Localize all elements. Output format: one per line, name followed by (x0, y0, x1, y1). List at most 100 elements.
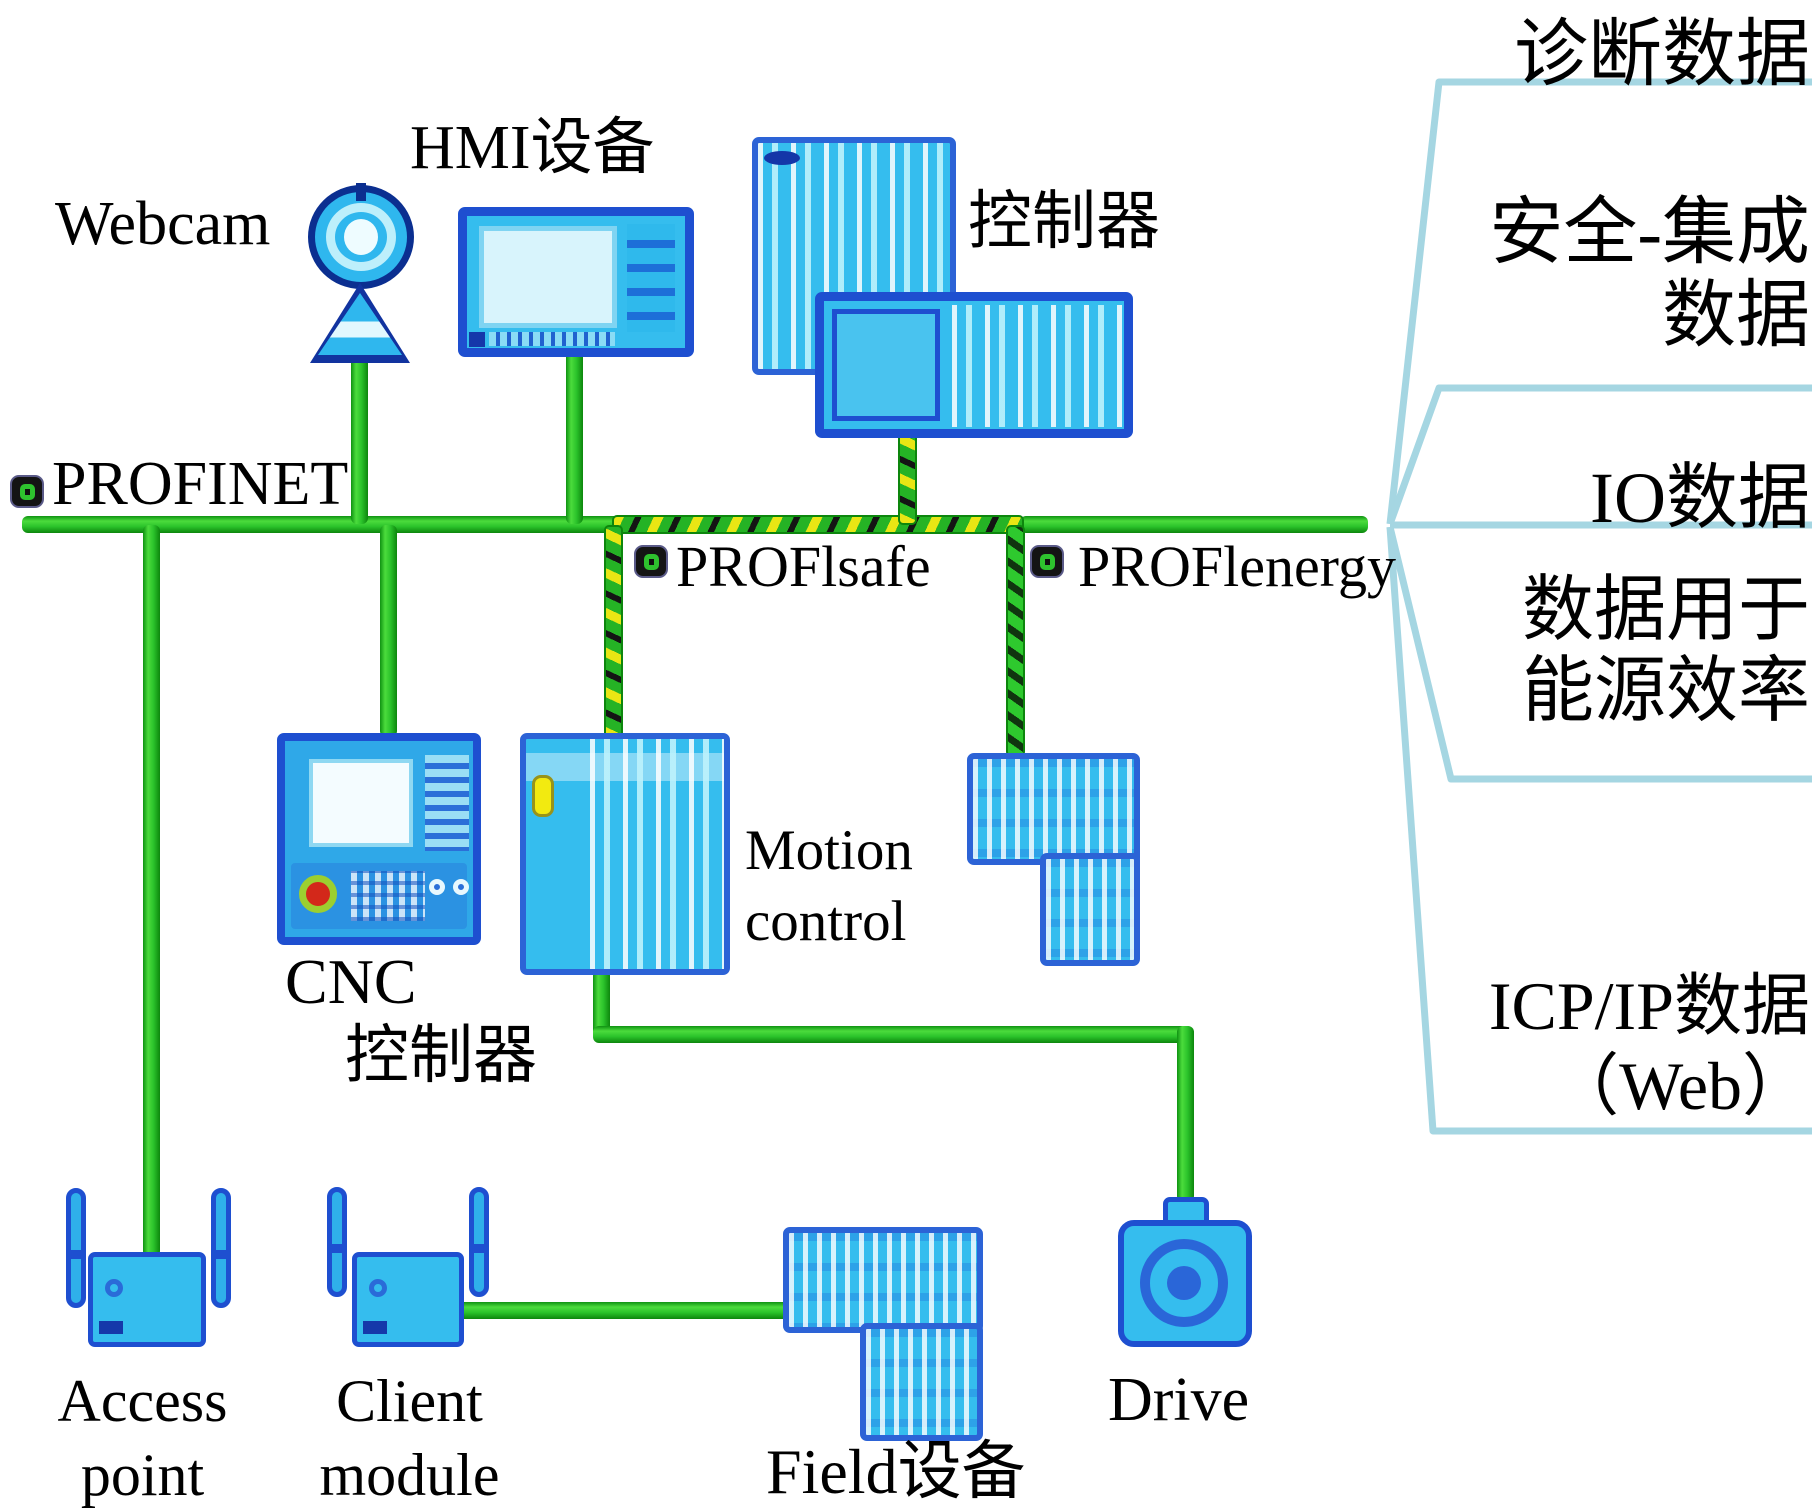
access-point-label: Access point (40, 1364, 245, 1512)
cnc-knob-2 (453, 879, 469, 895)
antenna-band (216, 1250, 226, 1260)
client-module-antenna-left (327, 1187, 347, 1297)
profinet-bus-right (1020, 516, 1368, 533)
output-label-energy: 数据用于 能源效率 (1522, 570, 1810, 731)
webcam-label: Webcam (55, 190, 271, 258)
output-safety-line1: 安全-集成 (1489, 192, 1810, 274)
webcam-head-notch (356, 183, 366, 201)
field-device-upper (783, 1227, 983, 1333)
fanout-line-energy (1386, 526, 1812, 783)
motion-out-wire-v1 (593, 970, 610, 1040)
controller-lower-cpu (832, 309, 940, 421)
client-module-port (369, 1279, 387, 1297)
controller-lower-io (952, 305, 1122, 427)
output-label-io: IO数据 (1590, 438, 1810, 543)
output-diagnostic-line1: 诊断数据 (1514, 14, 1810, 96)
client-field-wire (458, 1302, 790, 1319)
cnc-label-line1: CNC (285, 946, 417, 1017)
antenna-band (332, 1244, 342, 1253)
client-label-line2: module (319, 1442, 500, 1509)
cnc-estop-button (299, 875, 337, 913)
webcam-stand (318, 293, 402, 355)
cnc-panel (291, 863, 469, 929)
fanout-line-diagnostic (1386, 78, 1812, 525)
access-label-line2: point (80, 1442, 205, 1509)
profisafe-drop-wire (604, 525, 623, 739)
drive-device (1118, 1220, 1252, 1347)
motion-control-device (520, 733, 730, 975)
controller-module-lower (815, 292, 1133, 438)
access-point-port (105, 1279, 123, 1297)
output-safety-line2: 数据 (1662, 274, 1810, 357)
hmi-screen (479, 226, 617, 328)
field-device-label: Field设备 (766, 1436, 1026, 1507)
profisafe-label: PROFlsafe (676, 534, 931, 599)
drive-motor-hub (1167, 1266, 1201, 1300)
output-energy-line1: 数据用于 (1521, 570, 1810, 650)
drive-motor-ring (1140, 1239, 1228, 1327)
fanout-line-safety (1386, 384, 1812, 526)
hmi-label: HMI设备 (410, 114, 655, 182)
client-module-slot (363, 1321, 387, 1334)
access-point-slot (99, 1321, 123, 1334)
antenna-band (474, 1244, 484, 1253)
cnc-screen (309, 759, 413, 847)
profinet-bus-left (22, 516, 620, 533)
controller-label: 控制器 (968, 186, 1160, 257)
profisafe-icon-core (643, 553, 659, 570)
output-label-tcpip: ICP/IP数据 （Web） (1489, 966, 1810, 1126)
antenna-band (71, 1250, 81, 1260)
profinet-icon (10, 475, 44, 508)
access-point-antenna-left (66, 1188, 86, 1308)
cnc-wire (380, 525, 397, 737)
access-point-device (88, 1252, 206, 1347)
bus-profisafe-segment (612, 515, 1024, 534)
energy-io-device-lower (1040, 853, 1140, 966)
profinet-label: PROFINET (52, 450, 349, 518)
webcam-icon (306, 183, 418, 365)
fanout-line-tcpip (1386, 526, 1812, 1135)
field-device-lower (860, 1323, 983, 1441)
motion-out-wire-h (593, 1026, 1193, 1043)
access-label-line1: Access (57, 1368, 228, 1434)
access-point-wire (143, 525, 160, 1257)
output-label-safety: 安全-集成 数据 (1489, 192, 1810, 358)
controller-drop-wire (898, 433, 917, 525)
cnc-device (277, 733, 481, 945)
profinet-icon-core (19, 483, 35, 500)
hmi-device (458, 207, 694, 357)
controller-upper-slot (764, 151, 800, 165)
profienergy-label: PROFlenergy (1078, 534, 1396, 599)
hmi-keyboard (489, 332, 615, 346)
hmi-corner-block (469, 332, 485, 347)
output-energy-line2: 能源效率 (1521, 650, 1810, 731)
client-module-device (352, 1252, 464, 1347)
access-point-antenna-right (211, 1188, 231, 1308)
cnc-label-line2: 控制器 (345, 1020, 537, 1091)
webcam-lens (344, 219, 378, 255)
cnc-knob-1 (429, 879, 445, 895)
client-module-label: Client module (307, 1364, 512, 1512)
motion-label-line2: control (745, 889, 907, 953)
profienergy-icon-core (1039, 553, 1055, 570)
client-module-antenna-right (469, 1187, 489, 1297)
profienergy-icon (1030, 545, 1064, 578)
hmi-button-strip (627, 224, 675, 332)
output-tcpip-line2: （Web） (1551, 1048, 1810, 1125)
motion-indicator (532, 775, 554, 817)
webcam-head-ring (326, 203, 396, 271)
drive-label: Drive (1108, 1366, 1250, 1434)
energy-io-device-upper (967, 753, 1140, 865)
profisafe-icon (634, 545, 668, 578)
hmi-wire (566, 350, 583, 524)
motion-control-label: Motion control (745, 816, 913, 957)
client-label-line1: Client (336, 1368, 483, 1434)
output-tcpip-line1: ICP/IP数据 (1488, 968, 1810, 1044)
drive-wire (1177, 1026, 1194, 1202)
cnc-keypad (351, 871, 425, 921)
motion-io-stripes (590, 739, 724, 969)
motion-label-line1: Motion (745, 819, 913, 882)
output-io-line1: IO数据 (1590, 458, 1810, 538)
